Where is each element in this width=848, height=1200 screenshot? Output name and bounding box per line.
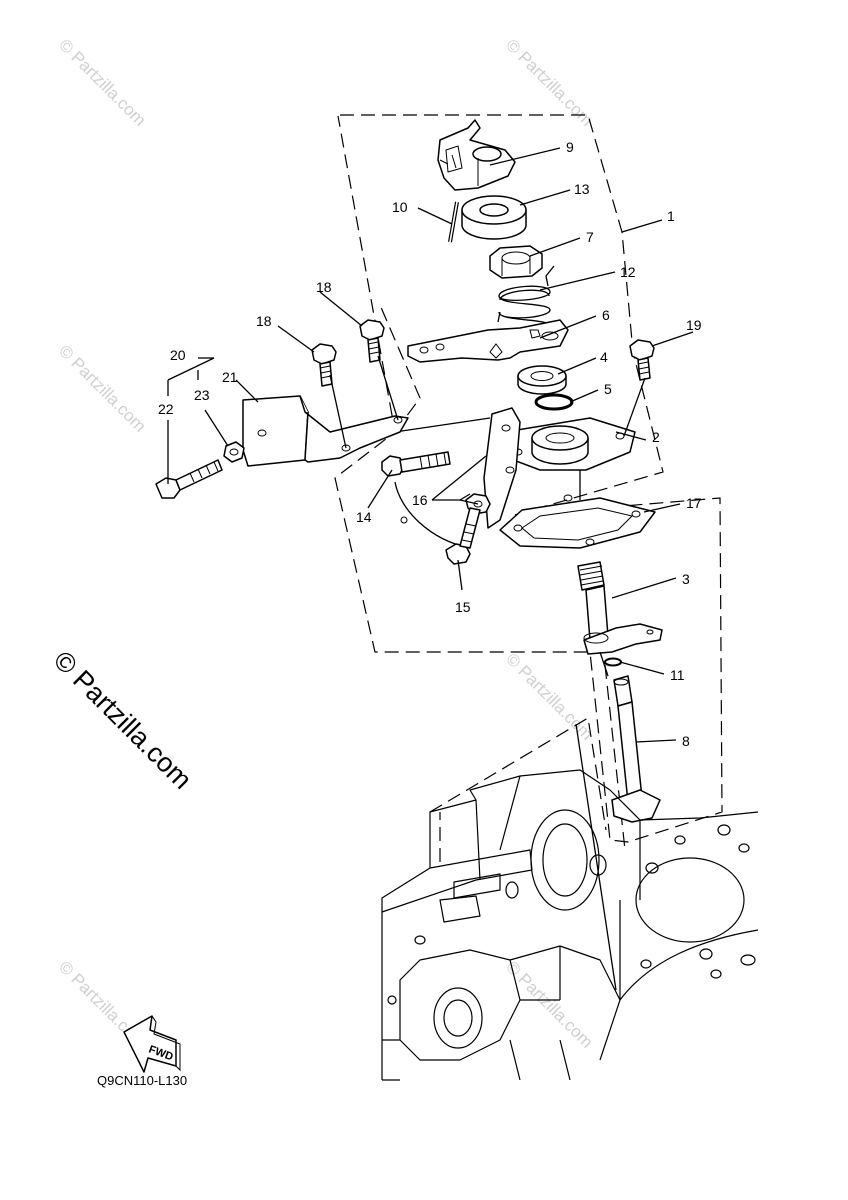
callout-18-right: 18 [316,279,332,295]
diagram-code: Q9CN110-L130 [97,1073,187,1088]
engine-block [381,717,759,1081]
part-3-shaft [577,561,663,655]
callout-9: 9 [566,139,574,155]
callout-5: 5 [604,381,612,397]
part-22-bolt [155,459,223,499]
callout-7: 7 [586,229,594,245]
callout-15: 15 [455,599,471,615]
part-21-bracket [242,395,409,467]
part-18-bolt-right [359,319,385,363]
part-7-nut [489,245,543,279]
watermark: © Partzilla.com [55,35,149,129]
callout-13: 13 [574,181,590,197]
fwd-arrow-icon: FWD [123,1015,181,1073]
part-17-gasket [499,494,656,549]
part-8-shaft [611,675,661,823]
assembly-boundary [334,114,723,851]
assembly-1-boundary [334,114,723,843]
callout-23: 23 [194,387,210,403]
part-11-circlip [604,657,622,667]
callout-20: 20 [170,347,186,363]
callout-6: 6 [602,307,610,323]
callout-10: 10 [392,199,408,215]
callouts: 9 13 10 1 7 12 18 6 18 19 20 4 21 5 23 2… [158,139,702,749]
callout-11: 11 [670,667,685,683]
callout-4: 4 [600,349,608,365]
part-23-washer [223,441,245,463]
watermark-large: © Partzilla.com [48,645,198,795]
watermark: © Partzilla.com [502,35,596,129]
part-13-ring [461,195,527,240]
callout-22: 22 [158,401,174,417]
callout-3: 3 [682,571,690,587]
inner-boundary [379,304,421,433]
callout-21: 21 [222,369,238,385]
callout-8: 8 [682,733,690,749]
part-5-oring [534,393,574,411]
bracket [394,407,521,549]
callout-2: 2 [652,429,660,445]
part-6-arm [407,319,569,363]
callout-14: 14 [356,509,372,525]
watermark: © Partzilla.com [502,957,596,1051]
watermark: © Partzilla.com [502,649,596,743]
callout-19: 19 [686,317,702,333]
part-19-bolt [629,339,655,381]
callout-1: 1 [667,208,675,224]
leader-lines [167,147,694,743]
part-9-lever [437,119,516,191]
callout-18-left: 18 [256,313,272,329]
callout-17: 17 [686,495,702,511]
part-12-spring [497,265,555,327]
callout-12: 12 [620,264,636,280]
part-18-bolt-left [311,343,337,387]
part-15-bolt [445,507,481,565]
part-4-bushing [517,365,567,395]
part-2-housing [504,417,636,471]
callout-16: 16 [412,492,428,508]
part-10-pin [448,201,459,243]
watermark: © Partzilla.com [55,341,149,435]
watermarks: © Partzilla.com © Partzilla.com © Partzi… [48,35,597,1051]
part-14-bolt [381,451,451,477]
